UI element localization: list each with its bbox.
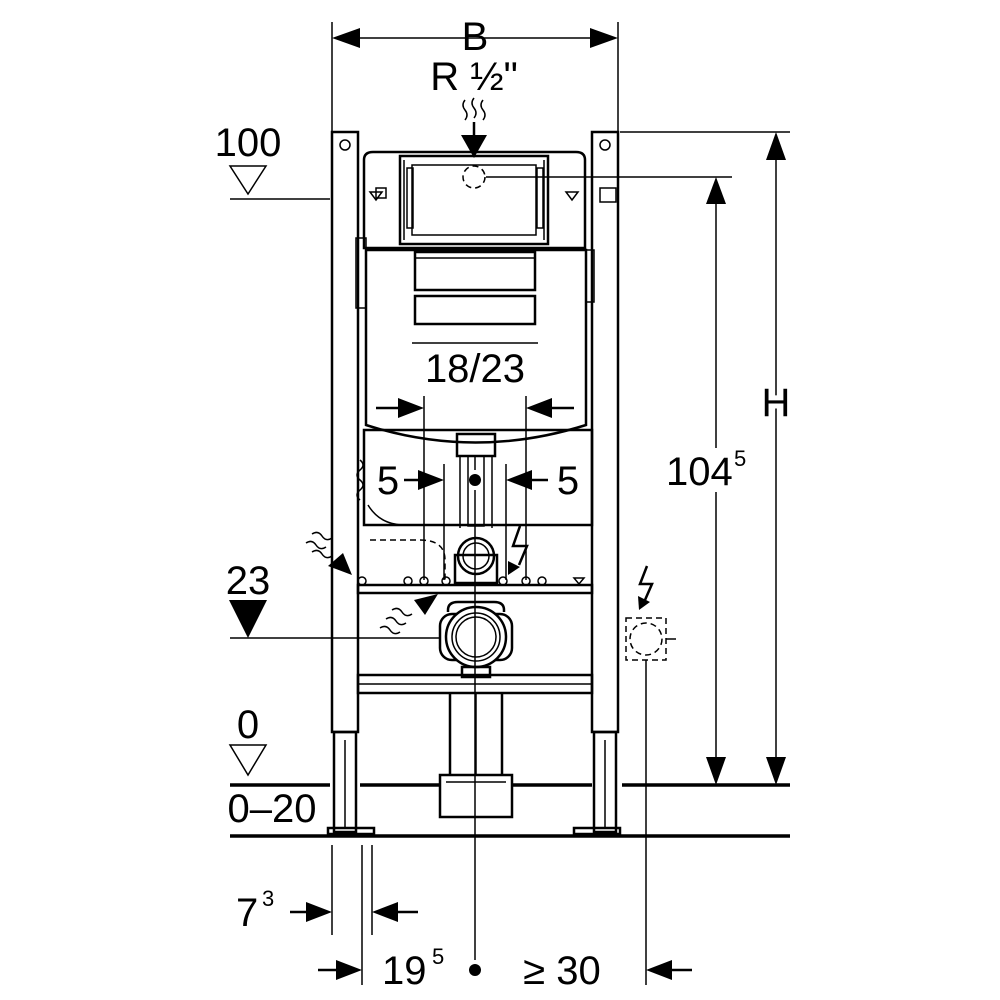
height-dimension-104: 104 5 [486,176,754,785]
axis-offset-main: 19 [382,949,427,993]
offset-left-label: 5 [377,459,399,503]
side-hose [356,459,446,580]
axis-offset-dimension: 19 5 [318,845,481,993]
frame-offset-dimension: 7 3 [236,845,418,935]
water-supply-connection: R ½" [430,55,518,189]
frame-offset-main: 7 [236,891,258,935]
electric-icon [508,525,529,575]
water-supply-icon [462,97,486,121]
floor-range-label: 0–20 [228,787,317,831]
frame-left-post [326,130,376,836]
level-0-label: 0 [237,703,259,747]
height-value-sup: 5 [734,446,746,471]
frame-right-post [572,130,622,836]
min-distance-dimension: ≥ 30 [523,949,692,993]
height-value-main: 104 [666,450,733,494]
level-23: 23 [226,559,440,639]
height-value-label: 104 5 [664,446,754,494]
width-dimension: B [331,15,619,132]
electric-box [625,565,676,985]
axis-offset-sup: 5 [432,944,444,969]
offset-right-label: 5 [557,459,579,503]
flush-pipe [362,428,594,528]
level-23-label: 23 [226,559,271,603]
flush-spacing-label: 18/23 [425,347,525,391]
flush-spacing-dimension: 18/23 [376,342,574,580]
level-0: 0 0–20 [228,703,790,838]
min-distance-label: ≥ 30 [523,949,601,993]
flush-outlet [453,536,499,585]
cistern [355,150,617,444]
height-label: H [762,381,791,425]
waste-outlet [438,600,514,819]
water-connection-icon [305,531,438,635]
frame-offset-sup: 3 [262,886,274,911]
height-dimension-H: H [620,131,795,785]
connection-label: R ½" [430,55,518,99]
offset-dimensions: 5 5 [377,459,579,580]
level-100-label: 100 [215,121,282,165]
level-100: 100 [215,121,330,200]
width-label: B [462,15,489,59]
